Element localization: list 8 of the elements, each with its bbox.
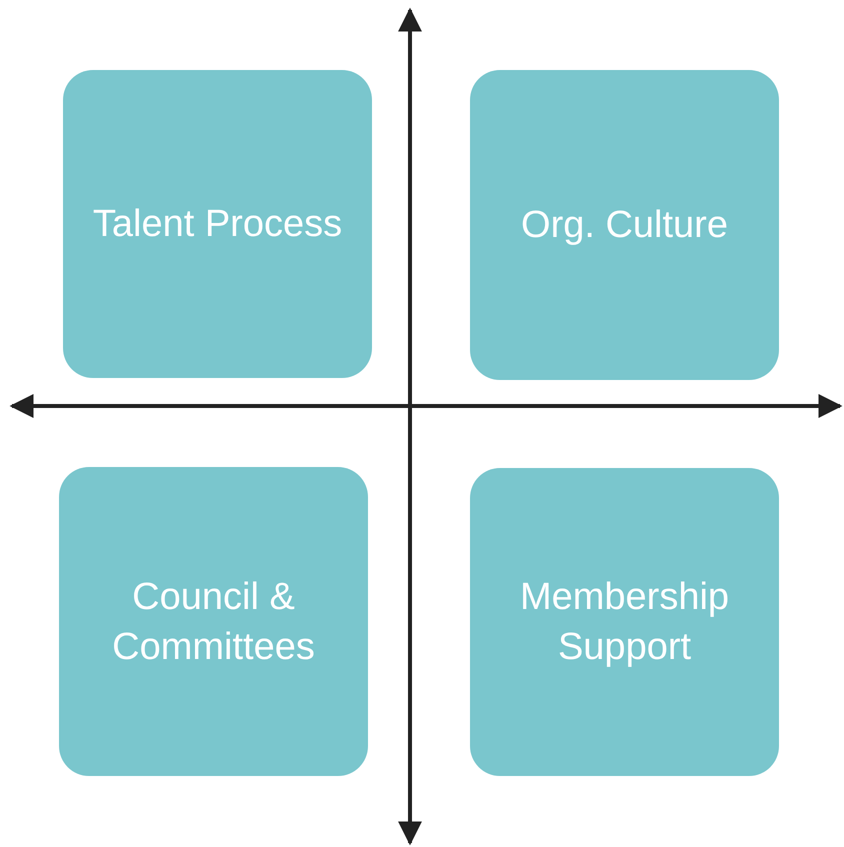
quadrant-box (470, 468, 779, 776)
quadrant-box (63, 70, 372, 378)
quadrant-label: Council & Committees (111, 574, 316, 670)
quadrant-label: Org. Culture (521, 203, 728, 248)
quadrant-box (470, 70, 779, 380)
quadrant-label: Talent Process (92, 202, 342, 247)
quadrant-box (59, 467, 368, 776)
quadrant-label: Membership Support (518, 575, 730, 670)
